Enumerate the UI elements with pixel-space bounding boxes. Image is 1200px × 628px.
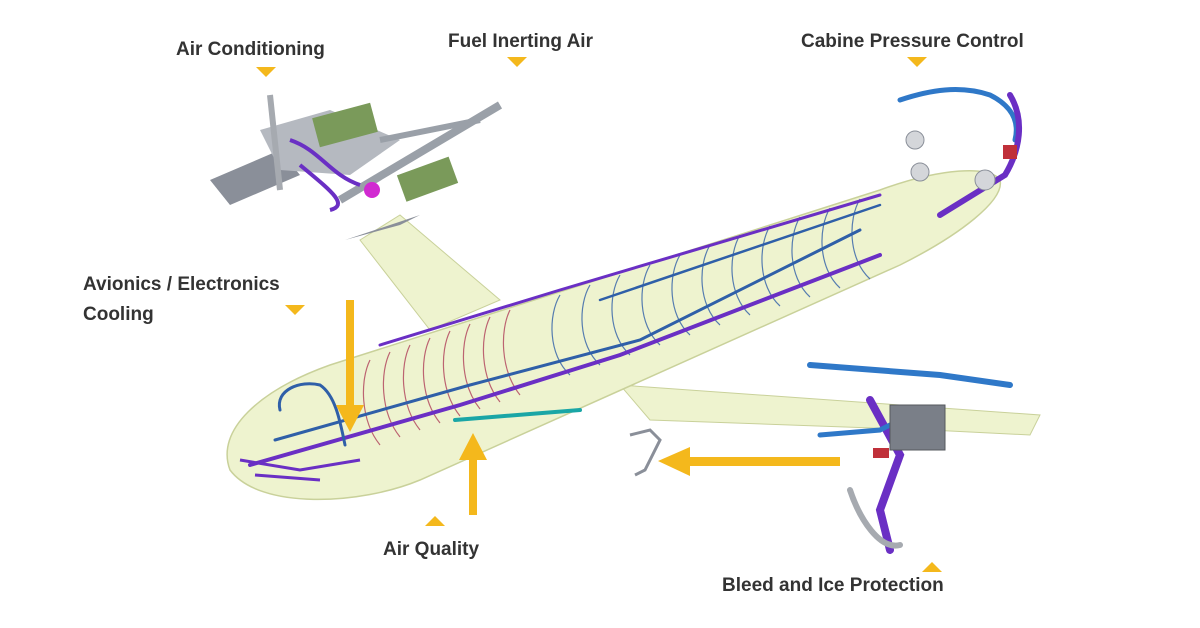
- ducting: [248, 193, 882, 467]
- label-cabin-pressure-control: Cabine Pressure Control: [801, 31, 1024, 52]
- label-air-conditioning: Air Conditioning: [176, 39, 325, 60]
- arrow-avionics: [336, 300, 364, 432]
- pointer-cabin-pressure-control: [907, 57, 927, 67]
- bleed-assembly: [807, 362, 1013, 554]
- label-avionics-line1: Avionics / Electronics: [83, 274, 280, 295]
- label-avionics-line2: Cooling: [83, 304, 154, 325]
- arrow-air-quality: [459, 433, 487, 515]
- arrow-bleed: [658, 447, 840, 476]
- pointer-bleed-ice-protection: [922, 562, 942, 572]
- far-wing: [359, 214, 501, 331]
- near-wing: [618, 384, 1041, 436]
- label-air-quality: Air Quality: [383, 539, 480, 560]
- pointer-air-quality: [425, 516, 445, 526]
- pointer-avionics-cooling: [285, 305, 305, 315]
- label-avionics-cooling: Avionics / Electronics Cooling: [83, 270, 280, 330]
- wing-anti-ice-component: [629, 428, 662, 477]
- air-conditioning-pack: [210, 94, 503, 240]
- pointer-fuel-inerting-air: [507, 57, 527, 67]
- pointer-air-conditioning: [256, 67, 276, 77]
- cabin-pressure-assembly: [897, 87, 1023, 218]
- avionics-cluster: [239, 458, 361, 482]
- label-bleed-ice-protection: Bleed and Ice Protection: [722, 575, 944, 596]
- label-fuel-inerting-air: Fuel Inerting Air: [448, 31, 593, 52]
